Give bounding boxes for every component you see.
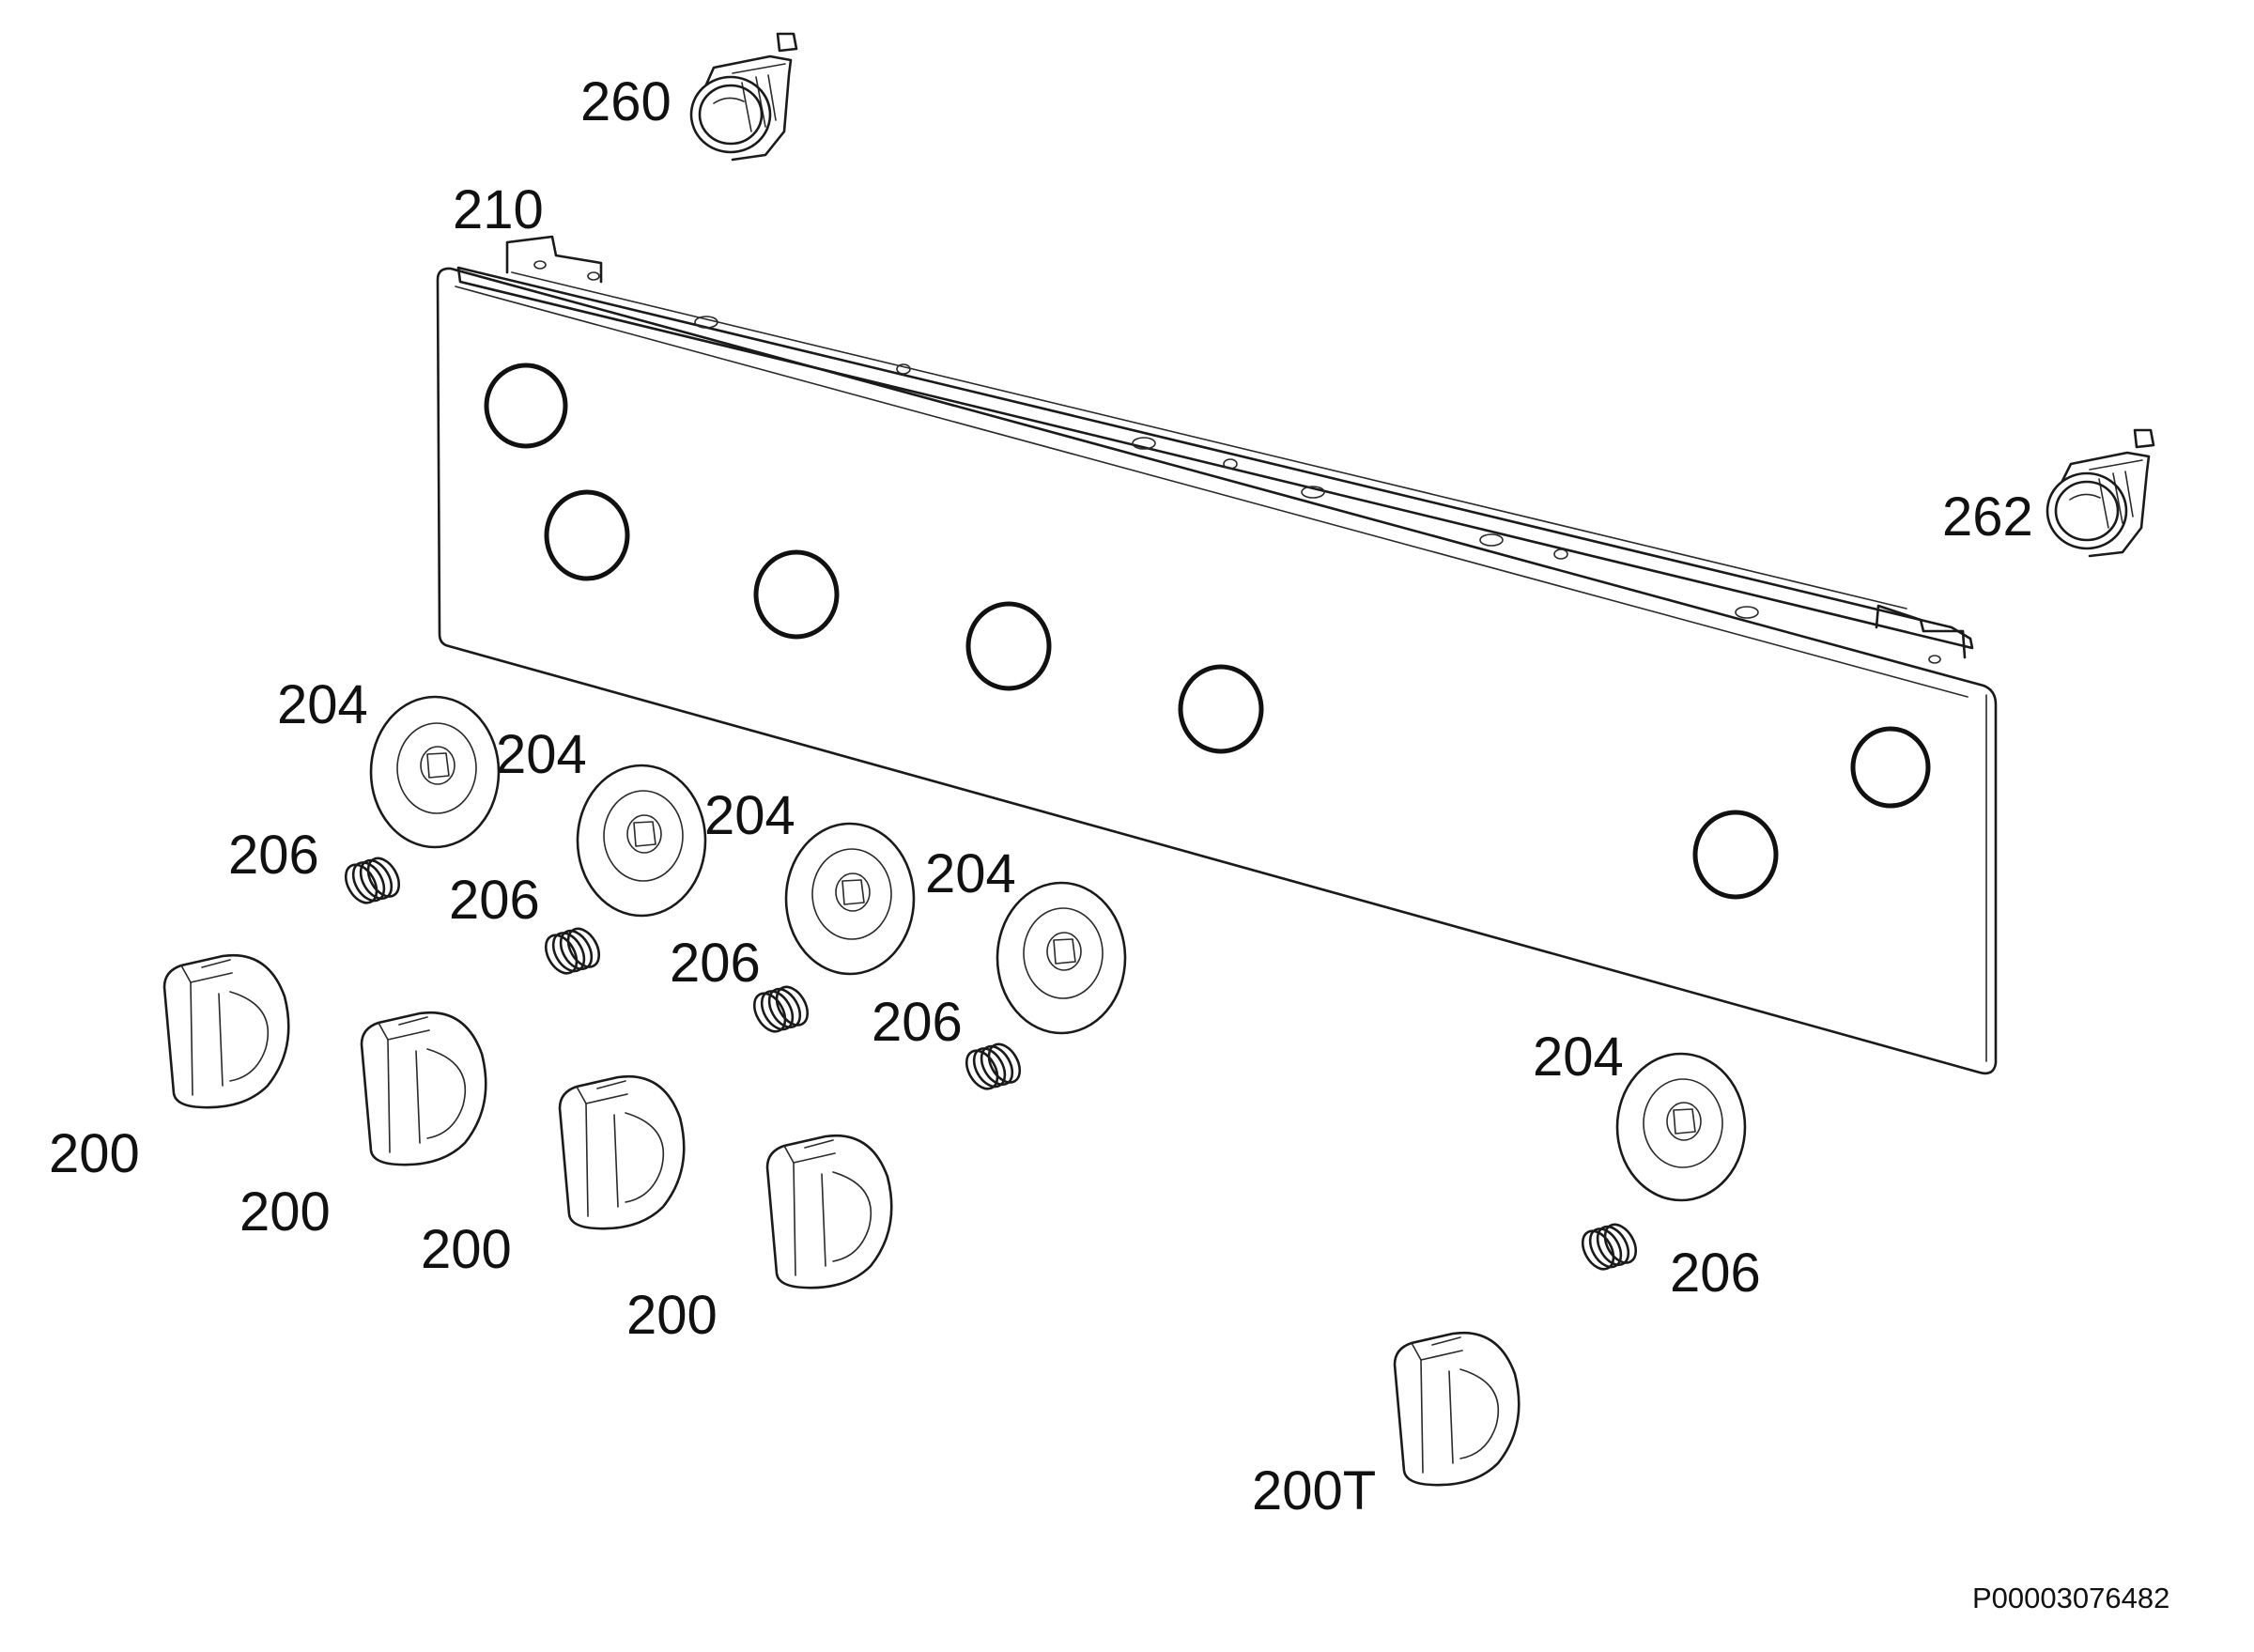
spring [1581, 1223, 1638, 1271]
knob [765, 1134, 893, 1289]
knobs-200 [162, 953, 1521, 1487]
knob [162, 953, 290, 1109]
escutcheon [784, 822, 916, 976]
callout-210: 210 [453, 179, 544, 240]
spring [344, 857, 401, 904]
indicator-lamp-262 [2046, 428, 2155, 558]
spring [965, 1042, 1022, 1090]
callout-200: 200 [239, 1181, 331, 1243]
callout-204: 204 [496, 724, 587, 785]
callout-206: 206 [228, 825, 319, 886]
callout-204: 204 [704, 785, 795, 846]
knob [558, 1074, 686, 1230]
escutcheon [996, 881, 1127, 1035]
springs-206 [344, 857, 1638, 1271]
control-panel-210 [436, 235, 1998, 1075]
escutcheon [576, 764, 707, 918]
callout-206: 206 [449, 870, 540, 931]
escutcheons-204 [369, 695, 1747, 1202]
callout-204: 204 [1533, 1027, 1624, 1088]
panel-holes [484, 363, 1931, 900]
callout-200: 200 [626, 1285, 718, 1346]
callout-206: 206 [1670, 1243, 1761, 1304]
callout-200t: 200T [1252, 1460, 1376, 1521]
callout-206: 206 [670, 933, 761, 994]
callout-262: 262 [1942, 486, 2033, 548]
knob-200t [1393, 1331, 1521, 1487]
escutcheon [1615, 1052, 1747, 1202]
callout-200: 200 [49, 1123, 140, 1184]
knob [360, 1011, 487, 1166]
callout-204: 204 [277, 674, 368, 735]
callout-260: 260 [580, 71, 672, 132]
callout-206: 206 [872, 992, 963, 1053]
callout-labels: 260 210 262 204 204 204 204 204 206 206 … [49, 71, 2033, 1521]
document-number: P00003076482 [1972, 1582, 2169, 1614]
indicator-lamp-260 [689, 32, 798, 162]
escutcheon [369, 695, 501, 849]
panel-slots [533, 260, 1941, 664]
callout-200: 200 [421, 1219, 512, 1280]
callout-204: 204 [925, 843, 1016, 904]
spring [544, 927, 601, 975]
